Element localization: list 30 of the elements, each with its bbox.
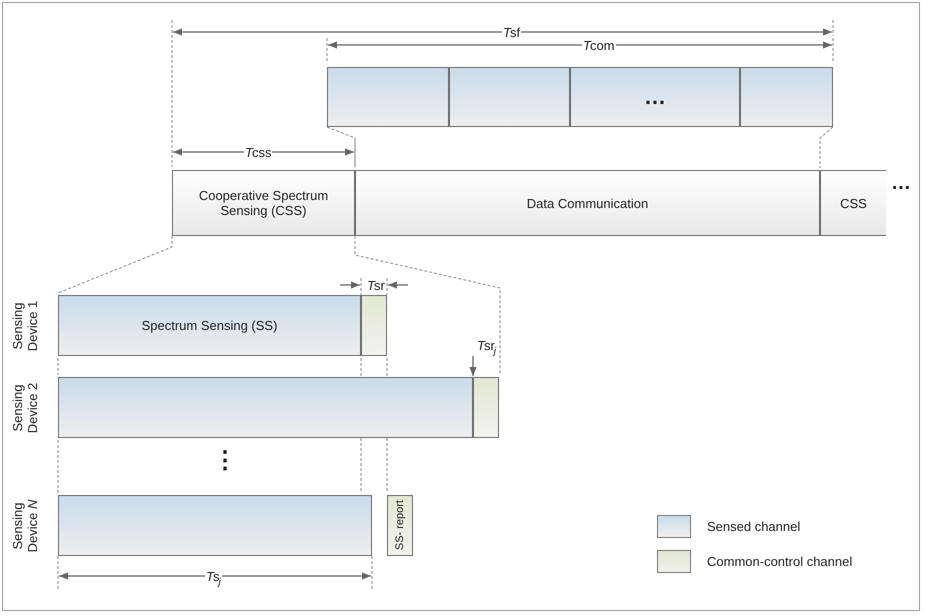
dimension-label: Tsr$_{j}$ [476,338,498,359]
phase-block [820,170,886,236]
dimension-label: Tsr [366,278,386,293]
legend-label: Common-control channel [707,554,852,569]
row-label: Sensing Device 2 [10,382,40,436]
time-slot [570,67,740,127]
dimension-label: Tsf [502,25,522,40]
time-slot [387,495,413,556]
block-label: CSS [840,196,867,210]
legend-label: Sensed channel [707,519,800,534]
phase-block [172,170,355,236]
dimension-label: Ts$_{j}$ [205,569,222,590]
block-label: Spectrum Sensing (SS) [142,318,278,333]
time-slot [740,67,833,127]
block-label: Data Communication [526,196,648,210]
time-slot [58,295,361,356]
time-slot [58,495,372,556]
ellipsis: … [644,84,666,110]
time-slot [58,377,473,438]
row-label: Sensing Device 1 [10,300,40,354]
phase-block [355,170,820,236]
time-slot [449,67,570,127]
time-slot [327,67,449,127]
ellipsis: … [890,176,912,191]
time-slot [361,295,387,356]
dimension-label: Tcom [582,38,616,53]
time-slot [473,377,499,438]
dimension-label: Tcss [244,145,272,160]
block-label: Cooperative Spectrum Sensing (CSS) [198,188,330,218]
block-label: SS- report [394,500,406,551]
